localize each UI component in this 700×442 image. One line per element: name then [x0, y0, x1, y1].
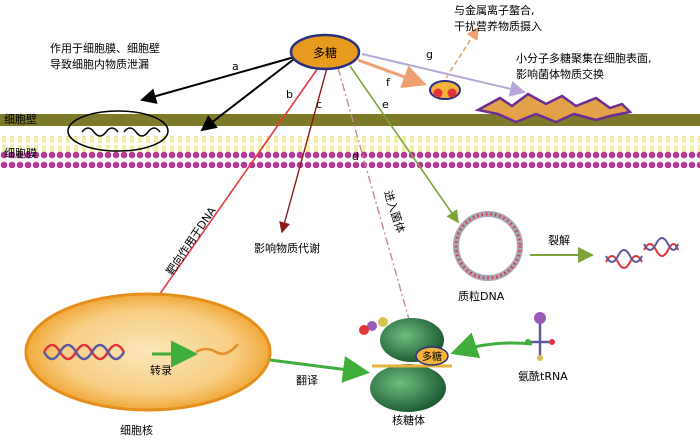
arrow-c — [279, 67, 328, 234]
plasmid-label: 质粒DNA — [458, 289, 505, 303]
aggregate-annotation-line1: 小分子多糖聚集在细胞表面, — [516, 51, 652, 65]
arrow-f — [357, 58, 427, 89]
nucleus — [24, 292, 272, 412]
chelate-annotation-line2: 干扰营养物质摄入 — [454, 19, 542, 33]
chelate-complex — [429, 80, 461, 100]
arrow-trna — [450, 332, 533, 359]
cell-membrane-label: 细胞膜 — [4, 147, 37, 160]
leak-squiggle-1 — [81, 127, 119, 137]
letter-c: c — [316, 98, 322, 111]
chelate-annotation-line1: 与金属离子螯合, — [454, 3, 535, 17]
letter-d: d — [352, 150, 359, 163]
letter-a: a — [232, 60, 239, 73]
target-dna-label: 靶向作用于DNA — [163, 204, 219, 278]
plasmid-ring-bases — [454, 212, 522, 280]
nucleus-label: 细胞核 — [120, 423, 153, 437]
arrow-translation — [269, 355, 370, 383]
letter-g: g — [426, 48, 433, 61]
transcription-label: 转录 — [150, 363, 172, 377]
arrow-chelate-out — [445, 26, 479, 79]
arrow-a-2 — [200, 55, 299, 132]
letter-f: f — [386, 76, 391, 89]
metabolism-label: 影响物质代谢 — [254, 241, 320, 255]
letter-e: e — [382, 98, 389, 111]
ribosome-label: 核糖体 — [392, 413, 425, 427]
cleave-label: 裂解 — [548, 233, 570, 247]
arrow-b — [135, 67, 319, 330]
enter-cell-label: 进入菌体 — [381, 189, 408, 235]
arrow-d — [337, 67, 415, 332]
polysaccharide-label: 多糖 — [313, 45, 337, 60]
cleaved-dna-fragments — [605, 237, 679, 269]
leak-annotation-line2: 导致细胞内物质泄漏 — [50, 57, 149, 71]
translation-label: 翻译 — [296, 373, 318, 387]
aggregate-annotation-line2: 影响菌体物质交换 — [516, 67, 604, 81]
nucleus-dna-helix — [42, 343, 126, 361]
ribosome-polysaccharide-label: 多糖 — [422, 350, 442, 363]
leak-region-outline — [67, 110, 169, 152]
arrow-g — [361, 53, 526, 97]
cell-membrane-band — [0, 136, 700, 168]
trna — [525, 312, 555, 361]
mrna-strand — [195, 343, 239, 355]
ribosome — [359, 317, 452, 412]
ribosome-polysaccharide — [415, 346, 449, 366]
arrow-e — [349, 65, 459, 224]
polysaccharide-node — [289, 33, 361, 71]
trna-label: 氨酰tRNA — [518, 369, 568, 383]
letter-b: b — [286, 88, 293, 101]
arrow-a-1 — [140, 55, 299, 104]
cell-wall-label: 细胞壁 — [4, 112, 37, 126]
surface-aggregate — [474, 92, 633, 124]
leak-annotation-line1: 作用于细胞膜、细胞壁 — [50, 41, 160, 55]
leak-squiggle-2 — [123, 127, 161, 137]
